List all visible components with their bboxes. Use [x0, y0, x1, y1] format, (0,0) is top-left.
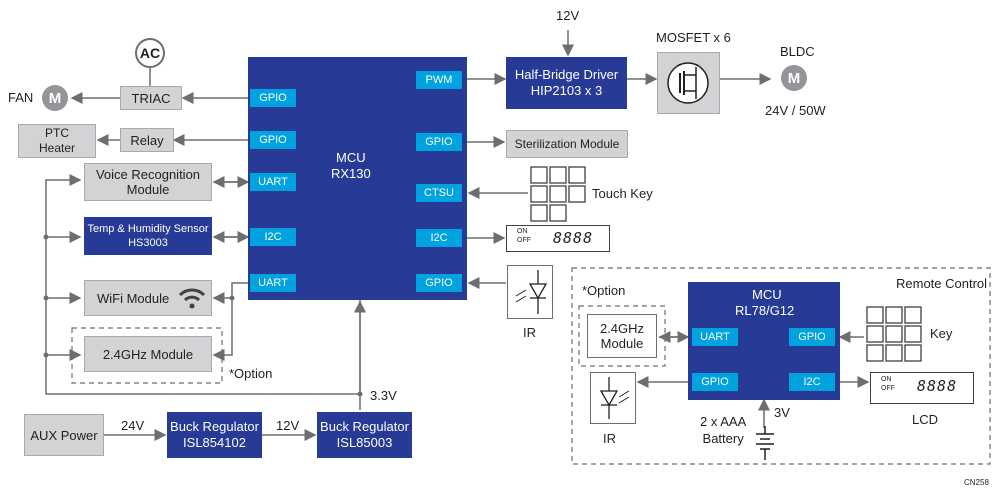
lcd-digits: 8888 — [553, 229, 594, 247]
remote-pin-gpio-2: GPIO — [692, 373, 738, 391]
remote-lcd-off-label: OFF — [881, 385, 895, 392]
driver-12v-label: 12V — [556, 8, 580, 23]
v24-label: 24V — [121, 418, 145, 433]
pin-right-gpio-2: GPIO — [416, 274, 462, 292]
aux-power-box: AUX Power — [24, 414, 104, 456]
remote-key-label: Key — [930, 326, 953, 341]
ir-label: IR — [523, 325, 536, 340]
relay-box: Relay — [120, 128, 174, 152]
pin-left-uart-1: UART — [250, 173, 296, 191]
wifi-module-label: WiFi Module — [97, 290, 170, 306]
pin-right-pwm: PWM — [416, 71, 462, 89]
mosfet-label: MOSFET x 6 — [656, 30, 731, 45]
bldc-label: BLDC — [780, 44, 815, 59]
mosfet-icon — [657, 52, 720, 114]
left-option-note: *Option — [229, 366, 273, 381]
buck-regulator-1-box: Buck Regulator ISL854102 — [167, 412, 262, 458]
wifi-module-box: WiFi Module — [84, 280, 212, 316]
remote-ir-led-icon — [590, 372, 636, 424]
pin-left-uart-2: UART — [250, 274, 296, 292]
remote-option-note: *Option — [582, 283, 626, 298]
pin-right-i2c: I2C — [416, 229, 462, 247]
remote-mcu-part: RL78/G12 — [735, 303, 795, 318]
pin-right-gpio-1: GPIO — [416, 133, 462, 151]
mcu-part: RX130 — [331, 166, 371, 181]
lcd-display-icon: ON OFF 8888 — [506, 225, 610, 252]
remote-pin-gpio-1: GPIO — [789, 328, 835, 346]
remote-lcd-label: LCD — [912, 412, 939, 427]
remote-mcu-title: MCU — [752, 287, 782, 302]
half-bridge-driver-box: Half-Bridge Driver HIP2103 x 3 — [506, 57, 627, 109]
remote-lcd-on-label: ON — [881, 376, 892, 383]
ir-led-icon — [507, 265, 553, 319]
sterilization-module-box: Sterilization Module — [506, 130, 628, 158]
lcd-off-label: OFF — [517, 237, 531, 244]
figure-code: CN258 — [964, 478, 989, 487]
remote-lcd-icon: ON OFF 8888 — [870, 372, 974, 404]
ac-source-icon: AC — [135, 38, 165, 68]
voice-recognition-box: Voice Recognition Module — [84, 163, 212, 201]
v12-label: 12V — [276, 418, 300, 433]
remote-ir-label: IR — [603, 431, 616, 446]
temp-humidity-sensor-box: Temp & Humidity Sensor HS3003 — [84, 217, 212, 255]
remote-lcd-digits: 8888 — [917, 377, 958, 395]
v33-label: 3.3V — [370, 388, 397, 403]
touch-key-label: Touch Key — [592, 186, 653, 201]
remote-control-title: Remote Control — [896, 276, 988, 291]
ghz-module-box: 2.4GHz Module — [84, 336, 212, 372]
pin-right-ctsu: CTSU — [416, 184, 462, 202]
touch-key-grid-icon — [530, 166, 586, 222]
battery-icon — [754, 426, 776, 460]
pin-left-gpio-2: GPIO — [250, 131, 296, 149]
battery-label: 2 x AAA Battery — [700, 414, 747, 446]
v3-label: 3V — [774, 405, 790, 420]
lcd-on-label: ON — [517, 228, 528, 235]
fan-motor-icon: M — [42, 85, 68, 111]
pin-left-gpio-1: GPIO — [250, 89, 296, 107]
remote-pin-uart: UART — [692, 328, 738, 346]
pin-left-i2c: I2C — [250, 228, 296, 246]
remote-key-grid-icon — [866, 306, 922, 362]
remote-ghz-module-box: 2.4GHz Module — [587, 314, 657, 358]
buck-regulator-2-box: Buck Regulator ISL85003 — [317, 412, 412, 458]
bldc-motor-icon: M — [781, 65, 807, 91]
bldc-spec: 24V / 50W — [765, 103, 826, 118]
fan-label: FAN — [8, 90, 34, 105]
wifi-icon — [179, 288, 206, 309]
mcu-title: MCU — [336, 150, 366, 165]
triac-box: TRIAC — [120, 86, 182, 110]
ptc-heater-box: PTC Heater — [18, 124, 96, 158]
remote-pin-i2c: I2C — [789, 373, 835, 391]
